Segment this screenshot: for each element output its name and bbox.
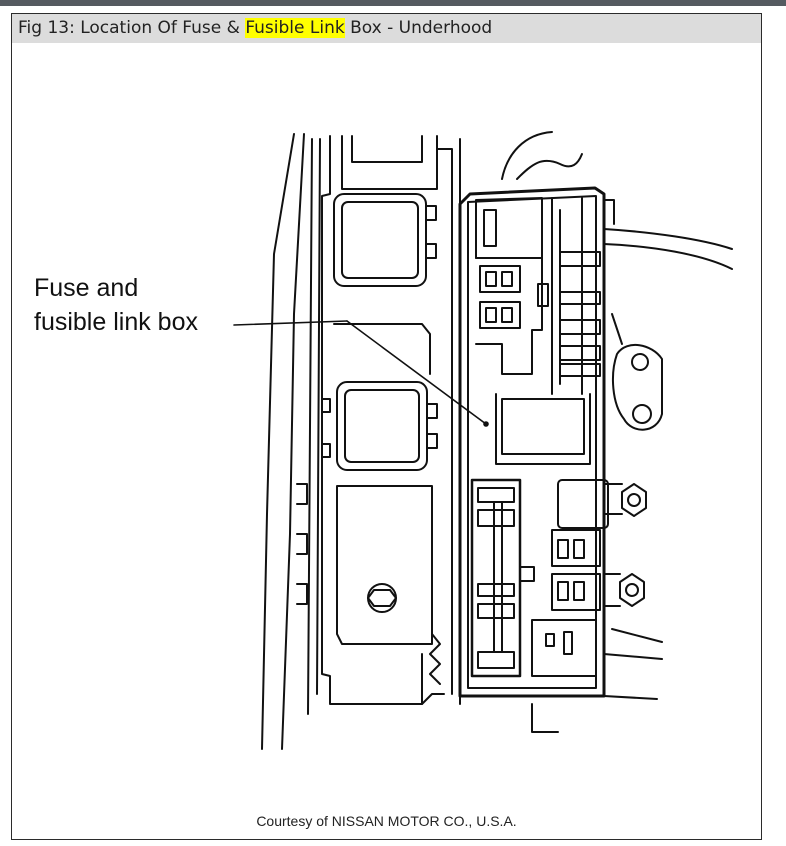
underhood-line-drawing xyxy=(233,131,733,750)
image-credit: Courtesy of NISSAN MOTOR CO., U.S.A. xyxy=(256,813,517,829)
callout-label-line-1: Fuse and xyxy=(34,274,139,302)
caption-highlight: Fusible Link xyxy=(245,18,345,38)
window-top-bar xyxy=(0,0,786,6)
caption-suffix: Box - Underhood xyxy=(344,18,493,38)
relay-bracket xyxy=(296,135,461,705)
figure-frame: Fig 13: Location Of Fuse & Fusible Link … xyxy=(11,13,762,840)
caption-prefix: Fig 13: Location Of Fuse & xyxy=(18,18,246,38)
callout-leader xyxy=(233,320,489,427)
figure-caption: Fig 13: Location Of Fuse & Fusible Link … xyxy=(12,14,761,43)
callout-label-line-2: fusible link box xyxy=(34,308,198,336)
body-panel xyxy=(261,133,321,750)
engine-bay-parts xyxy=(501,131,733,700)
fuse-box xyxy=(458,186,609,733)
